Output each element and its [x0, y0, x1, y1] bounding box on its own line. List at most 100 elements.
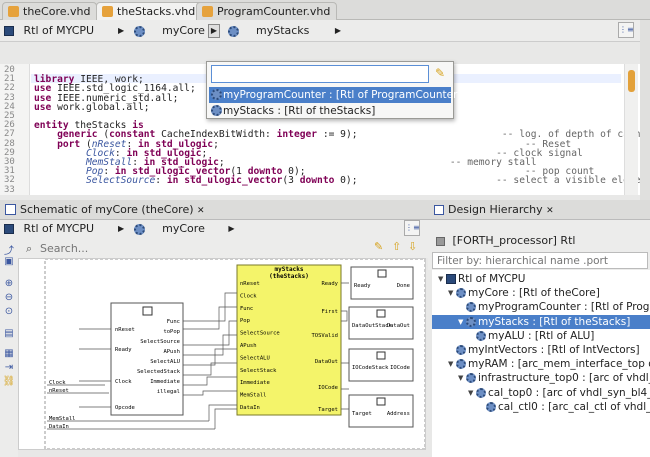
hierarchy-toolbar: [FORTH_processor] Rtl — [428, 220, 650, 270]
instance-filter-input[interactable] — [211, 65, 429, 83]
tree-item[interactable]: ▼ myCore : [Rtl of theCore] — [432, 286, 650, 300]
register-port-in: Ready — [354, 283, 371, 289]
breadcrumb-root[interactable]: Rtl of MYCPU — [4, 21, 94, 41]
schematic-breadcrumb-root[interactable]: Rtl of MYCPU — [4, 219, 94, 239]
register-port-out: IOCode — [390, 365, 410, 371]
zoom-out-icon[interactable]: ⊖ — [4, 292, 14, 303]
tab-thecore[interactable]: theCore.vhd — [2, 2, 98, 20]
design-unit-icon — [4, 224, 14, 234]
instance-icon — [133, 223, 145, 235]
library-icon — [436, 236, 445, 246]
tree-view-icon[interactable]: ⋮≡ — [618, 22, 634, 38]
fit-icon[interactable]: ▣ — [4, 256, 14, 267]
tree-item-label: myCore : [Rtl of theCore] — [468, 287, 600, 300]
tab-thestacks[interactable]: theStacks.vhd ✕ — [96, 2, 220, 20]
hierarchy-filter-input[interactable] — [432, 252, 648, 269]
line-number: 24 — [4, 101, 15, 112]
layers-icon[interactable]: ▦ — [4, 348, 14, 359]
register-block — [348, 306, 414, 340]
close-icon[interactable]: ✕ — [546, 206, 554, 216]
tree-item[interactable]: myProgramCounter : [Rtl of Program — [432, 300, 650, 314]
save-icon[interactable]: ▤ — [4, 328, 14, 339]
tree-item[interactable]: ▼ Rtl of MYCPU — [432, 272, 650, 286]
instance-icon — [211, 89, 222, 100]
clear-broom-icon[interactable]: ✎ — [435, 66, 446, 80]
design-unit-icon — [446, 274, 456, 284]
expand-toggle-icon[interactable]: ▼ — [448, 360, 454, 369]
code-line: use IEEE.numeric_std.all; — [34, 92, 179, 104]
mystacks-port-out: IOCode — [318, 385, 338, 391]
breadcrumb-item-mycore[interactable]: ▶ myCore — [118, 21, 205, 41]
popup-item-mystacks[interactable]: myStacks : [Rtl of theStacks] — [209, 103, 451, 119]
scrollbar-thumb[interactable] — [628, 70, 635, 92]
tree-item-label: Rtl of MYCPU — [458, 273, 526, 285]
tree-item[interactable]: myALU : [Rtl of ALU] — [432, 329, 650, 343]
instance-icon — [456, 345, 466, 355]
arrow-up-icon[interactable]: ⇧ — [392, 240, 402, 253]
decoder-port-out: toPop — [163, 329, 180, 335]
editor-scrollbar[interactable] — [624, 64, 638, 195]
expand-toggle-icon[interactable]: ▼ — [438, 275, 444, 283]
schematic-search-input[interactable] — [40, 240, 360, 256]
tree-item-label: myALU : [Rtl of ALU] — [488, 329, 595, 342]
tree-item[interactable]: myIntVectors : [Rtl of IntVectors] — [432, 343, 650, 357]
external-signal: DataIn — [49, 424, 69, 430]
register-symbol — [376, 351, 386, 360]
hierarchy-tree: ▼Rtl of MYCPU▼myCore : [Rtl of theCore]m… — [432, 270, 650, 457]
line-number: 22 — [4, 83, 15, 94]
register-port-out: Done — [397, 283, 410, 289]
instance-icon — [456, 359, 466, 370]
close-icon[interactable]: ✕ — [197, 206, 205, 216]
expand-toggle-icon[interactable]: ▼ — [468, 388, 474, 397]
decoder-port-in: Ready — [115, 347, 132, 353]
line-number: 29 — [4, 147, 15, 158]
chevron-right-icon: ▶ — [118, 224, 125, 233]
tree-item[interactable]: ▼ myStacks : [Rtl of theStacks] — [432, 314, 650, 329]
mystacks-port-in: MemStall — [240, 393, 267, 399]
tree-item[interactable]: ▼myRAM : [arc_mem_interface_top of vh — [432, 357, 650, 371]
tree-item[interactable]: ▼infrastructure_top0 : [arc of vhdl_sy — [432, 371, 650, 385]
decoder-port-in: Opcode — [115, 405, 135, 411]
decoder-port-out: Immediate — [150, 379, 180, 385]
arrow-down-icon[interactable]: ⇩ — [408, 240, 418, 253]
schematic-breadcrumb-item[interactable]: ▶ myCore ▶ — [118, 219, 235, 239]
mystacks-port-out: DataOut — [315, 359, 338, 365]
breadcrumb-item-mystacks[interactable]: ▶ myStacks ▶ — [208, 21, 341, 41]
chevron-right-icon: ▶ — [228, 224, 235, 233]
popup-item-myprogramcounter[interactable]: myProgramCounter : [Rtl of ProgramCounte… — [209, 87, 462, 103]
navigate-icon[interactable]: ⇥ — [4, 362, 14, 373]
instance-icon — [466, 302, 476, 313]
schematic-panel-header: Schematic of myCore (theCore) ✕ — [0, 200, 428, 220]
mystacks-port-in: DataIn — [240, 405, 260, 411]
register-port-in: IOCodeStack — [352, 365, 389, 371]
tab-programcounter[interactable]: ProgramCounter.vhd — [196, 2, 338, 20]
expand-toggle-icon[interactable]: ▼ — [448, 289, 454, 298]
schematic-icon — [5, 204, 16, 215]
tree-item[interactable]: ▼cal_top0 : [arc of vhdl_syn_bl4_ca — [432, 386, 650, 400]
expand-toggle-icon[interactable]: ▼ — [458, 317, 464, 326]
search-icon: ⌕ — [26, 242, 33, 255]
export-icon[interactable]: ⤴ — [4, 246, 14, 257]
clear-broom-icon[interactable]: ✎ — [374, 240, 384, 253]
mystacks-port-in: Func — [240, 306, 253, 312]
zoom-in-icon[interactable]: ⊕ — [4, 278, 14, 289]
chevron-right-icon[interactable]: ▶ — [208, 24, 220, 38]
tree-item-label: myStacks : [Rtl of theStacks] — [478, 315, 631, 328]
block-symbol — [142, 306, 153, 316]
link-icon[interactable]: ⛓ — [2, 376, 16, 387]
register-block — [348, 394, 414, 428]
line-number: 28 — [4, 138, 15, 149]
decoder-port-in: Clock — [115, 379, 132, 385]
zoom-fit-icon[interactable]: ⊙ — [4, 306, 14, 317]
schematic-breadcrumb-bar: Rtl of MYCPU ▶ myCore ▶ ⋮≡ — [0, 220, 428, 238]
mystacks-port-in: APush — [240, 343, 257, 349]
tree-item-label: myProgramCounter : [Rtl of Program — [478, 301, 650, 314]
tree-item[interactable]: cal_ctl0 : [arc_cal_ctl of vhdl_sy — [432, 400, 650, 414]
tree-view-icon[interactable]: ⋮≡ — [404, 220, 420, 236]
vhdl-file-icon — [202, 6, 213, 17]
line-number: 20 — [4, 65, 15, 75]
expand-toggle-icon[interactable]: ▼ — [458, 374, 464, 383]
mystacks-block-title: myStacks — [275, 266, 304, 273]
tree-item-label: cal_ctl0 : [arc_cal_ctl of vhdl_sy — [498, 400, 650, 413]
